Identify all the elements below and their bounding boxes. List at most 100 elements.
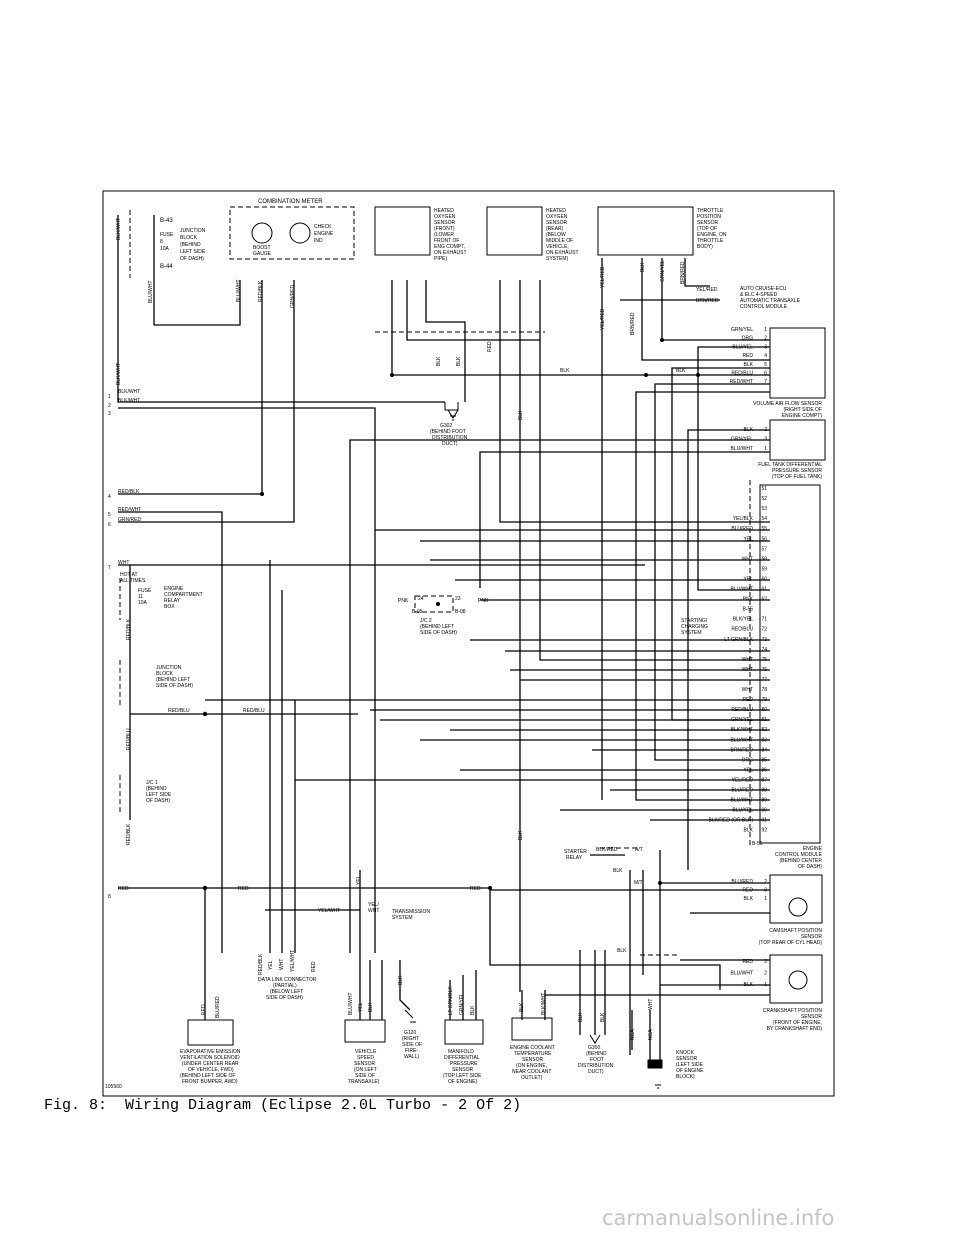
cruise-1: AUTO CRUISE-ECU — [740, 286, 787, 292]
fuel-pins-pin-0: 2 — [764, 427, 767, 433]
o2r-9: SYSTEM) — [546, 256, 569, 262]
cmp-pins-pin-0: 2 — [764, 879, 767, 885]
vaf-2: (RIGHT SIDE OF — [783, 407, 822, 413]
vaf-pins-wire-3: RED — [742, 353, 753, 359]
ecm-pins-wire-14: RED/BLU — [731, 627, 753, 633]
ecm-pins-wire-23: GRN/YEL — [731, 717, 753, 723]
label-at: A/T — [635, 847, 643, 853]
v-yel-dlc: YEL — [268, 960, 274, 970]
g120-3: SIDE OF — [402, 1042, 422, 1048]
ckp-2: SENSOR — [801, 1014, 823, 1020]
ecm-pins-pin-23: 81 — [761, 717, 767, 723]
ecm-pins-wire-15: LT GRN/BLK — [724, 637, 753, 643]
wire-pnk-right: PNK — [478, 598, 489, 604]
tps-7: BODY) — [697, 244, 713, 250]
g302-3: DISTRIBUTION — [432, 435, 468, 441]
ecm-pins-pin-33: 91 — [761, 818, 767, 824]
wire-yel-wht: YEL/WHT — [318, 908, 340, 914]
bus-num-4: 4 — [108, 494, 111, 500]
v-yel-wht-dlc: YEL/WHT — [290, 950, 296, 972]
bus-num-3: 3 — [108, 411, 111, 417]
dashed-layer — [119, 206, 751, 956]
v-wht-knock: WHT — [648, 999, 654, 1010]
o2r-3: SENSOR — [546, 220, 568, 226]
ecm-pins-pin-17: 75 — [761, 657, 767, 663]
tps-3: SENSOR — [697, 220, 719, 226]
ground-symbols — [404, 402, 661, 1089]
bus-num-5: 5 — [108, 512, 111, 518]
jc1-3: LEFT SIDE — [146, 792, 172, 798]
evap-box — [187, 1019, 234, 1046]
v-blk-o2r: BLK — [518, 410, 524, 420]
check-engine-label-3: IND — [314, 238, 323, 244]
ecm-pins-pin-29: 87 — [761, 777, 767, 783]
ecm-pins-wire-20: WHT — [742, 687, 753, 693]
figure-caption: Fig. 8: Wiring Diagram (Eclipse 2.0L Tur… — [44, 1097, 522, 1114]
o2f-7: ENG COMPT, — [434, 244, 465, 250]
ecm-pins-pin-26: 84 — [761, 747, 767, 753]
v-blu-red-evap: BLU/RED — [215, 996, 221, 1018]
ecm-pins-pin-9: 60 — [761, 576, 767, 582]
vss-box — [344, 1019, 386, 1043]
starter-relay-1: STARTER — [564, 849, 587, 855]
cmp-pins-wire-1: RED — [742, 888, 753, 894]
vss-6: TRANSAXLE) — [348, 1079, 380, 1085]
vaf-pins-wire-6: RED/WHT — [730, 379, 753, 385]
bus-wire-4: RED/BLK — [118, 489, 140, 495]
fuel-1: FUEL TANK DIFFERENTIAL — [758, 462, 822, 468]
starter-relay-2: RELAY — [566, 855, 583, 861]
v-nca-knock2: NCA — [648, 1029, 654, 1040]
g302-4: DUCT) — [442, 441, 458, 447]
bus-num-1: 1 — [108, 394, 111, 400]
vaf-pins-wire-2: BLU/YEL — [732, 344, 753, 350]
relay-box-2: COMPARTMENT — [164, 592, 203, 598]
trans-2: SYSTEM — [392, 915, 413, 921]
tps-box — [597, 206, 694, 256]
jb-left-3: (BEHIND LEFT — [156, 677, 190, 683]
o2f-2: OXYGEN — [434, 214, 456, 220]
v-red-evap: RED — [201, 1004, 207, 1015]
ecm-pins-pin-2: 53 — [761, 506, 767, 512]
ecm-pins-pin-31: 89 — [761, 798, 767, 804]
o2r-5: (BELOW — [546, 232, 566, 238]
vss-2: SPEED — [357, 1055, 374, 1061]
check-engine-lamp — [289, 222, 311, 244]
v-blu-wht-2: BLU/WHT — [236, 280, 242, 303]
check-engine-label-1: CHECK — [314, 224, 332, 230]
wire-blk-ckp: BLK — [617, 948, 627, 954]
ecm-pins-wire-24: BLK/WHT — [731, 727, 753, 733]
ecm-pins-pin-22: 80 — [761, 707, 767, 713]
bus-num-2: 2 — [108, 403, 111, 409]
evap-4: OF VEHICLE, FWD) — [188, 1067, 234, 1073]
vaf-pins-pin-2: 3 — [764, 344, 767, 350]
vaf-pins-wire-1: ORG — [742, 336, 754, 342]
ckp-pins-wire-2: BLK — [744, 982, 754, 988]
startchg-1: STARTING/ — [681, 618, 708, 624]
wire-blk-starter: BLK — [613, 868, 623, 874]
ecm-box — [759, 484, 821, 844]
g300-4: DISTRIBUTION — [578, 1063, 614, 1069]
vaf-pins-pin-5: 6 — [764, 371, 767, 377]
fuse11-3: 10A — [138, 600, 148, 606]
ecm-pins-wire-11: PNK — [743, 597, 754, 603]
cmp-box — [769, 874, 823, 924]
ckp-pins-wire-0: RED — [742, 959, 753, 965]
g300-5: DUCT) — [588, 1069, 604, 1075]
cmp-pins-wire-0: BLU/RED — [731, 879, 753, 885]
v-brn-red: BRN/RED — [630, 312, 636, 335]
fuel-pins-pin-2: 1 — [764, 446, 767, 452]
vaf-pins-wire-4: BLK — [744, 362, 754, 368]
v-blk-g300b: BLK — [600, 1012, 606, 1022]
vaf-box — [769, 327, 826, 399]
o2-front-box — [374, 206, 431, 256]
v-red-blk-dlc: RED/BLK — [258, 953, 264, 975]
jc2-3: SIDE OF DASH) — [420, 630, 457, 636]
ecm-4: OF DASH) — [798, 864, 822, 870]
dlc-1: DATA LINK CONNECTOR — [258, 977, 317, 983]
vaf-pins-pin-6: 7 — [764, 379, 767, 385]
ckp-pins-pin-2: 1 — [764, 982, 767, 988]
